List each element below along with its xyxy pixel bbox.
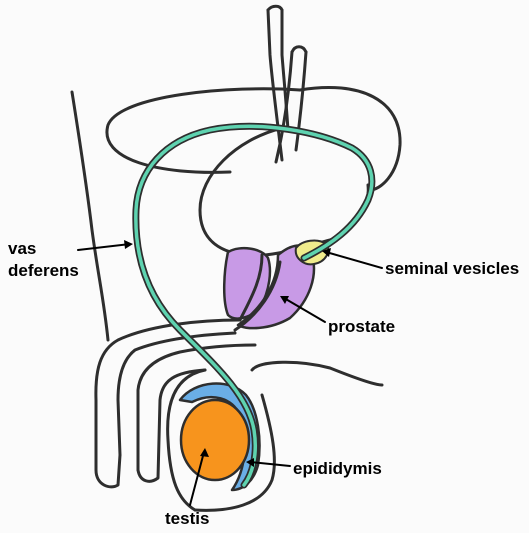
urethra-upper	[238, 253, 264, 322]
epididymis-label: epididymis	[293, 459, 382, 478]
seminal-vesicles-arrowhead	[322, 248, 331, 257]
scrotum-right-outline	[250, 360, 384, 387]
vas-deferens-label-line1: vas	[8, 239, 37, 258]
vas-deferens-label: vas deferens	[8, 238, 79, 282]
epididymis-arrowhead	[246, 458, 254, 467]
ureter-right	[274, 50, 294, 164]
scrotum-lower	[193, 393, 276, 512]
testis-label: testis	[165, 509, 210, 528]
testis-arrowhead	[200, 448, 209, 457]
prostate-arrowhead	[280, 296, 289, 304]
penis-inner-2	[136, 343, 257, 472]
bladder-right-outline	[298, 85, 402, 192]
leader-arrows	[77, 240, 383, 506]
seminal-vesicles-arrow	[325, 251, 383, 269]
urethra-lower	[233, 260, 282, 332]
ureter-top-left	[266, 4, 284, 12]
prostate-label: prostate	[328, 317, 396, 336]
ureter-top	[290, 45, 308, 54]
testis-arrow	[189, 451, 205, 506]
vas-deferens-fill	[134, 124, 374, 487]
bladder-top-outline	[105, 87, 302, 174]
scrotum-outline	[166, 368, 207, 512]
testis-shape	[179, 398, 251, 482]
vas-deferens-label-line2: deferens	[8, 261, 79, 280]
penis-outline-top	[94, 318, 242, 489]
ureter-left-inner	[280, 8, 290, 132]
penis-inner-1	[116, 331, 237, 457]
vas-deferens-arrow	[77, 243, 131, 251]
penis-bottom	[136, 368, 207, 483]
prostate-arrow	[283, 297, 326, 323]
epididymis-arrow	[249, 461, 291, 467]
body-outline	[70, 90, 110, 342]
ureter-right-inner	[294, 50, 308, 152]
vas-deferens-arrowhead	[124, 240, 133, 249]
seminal-vesicles-label: seminal vesicles	[385, 259, 520, 278]
